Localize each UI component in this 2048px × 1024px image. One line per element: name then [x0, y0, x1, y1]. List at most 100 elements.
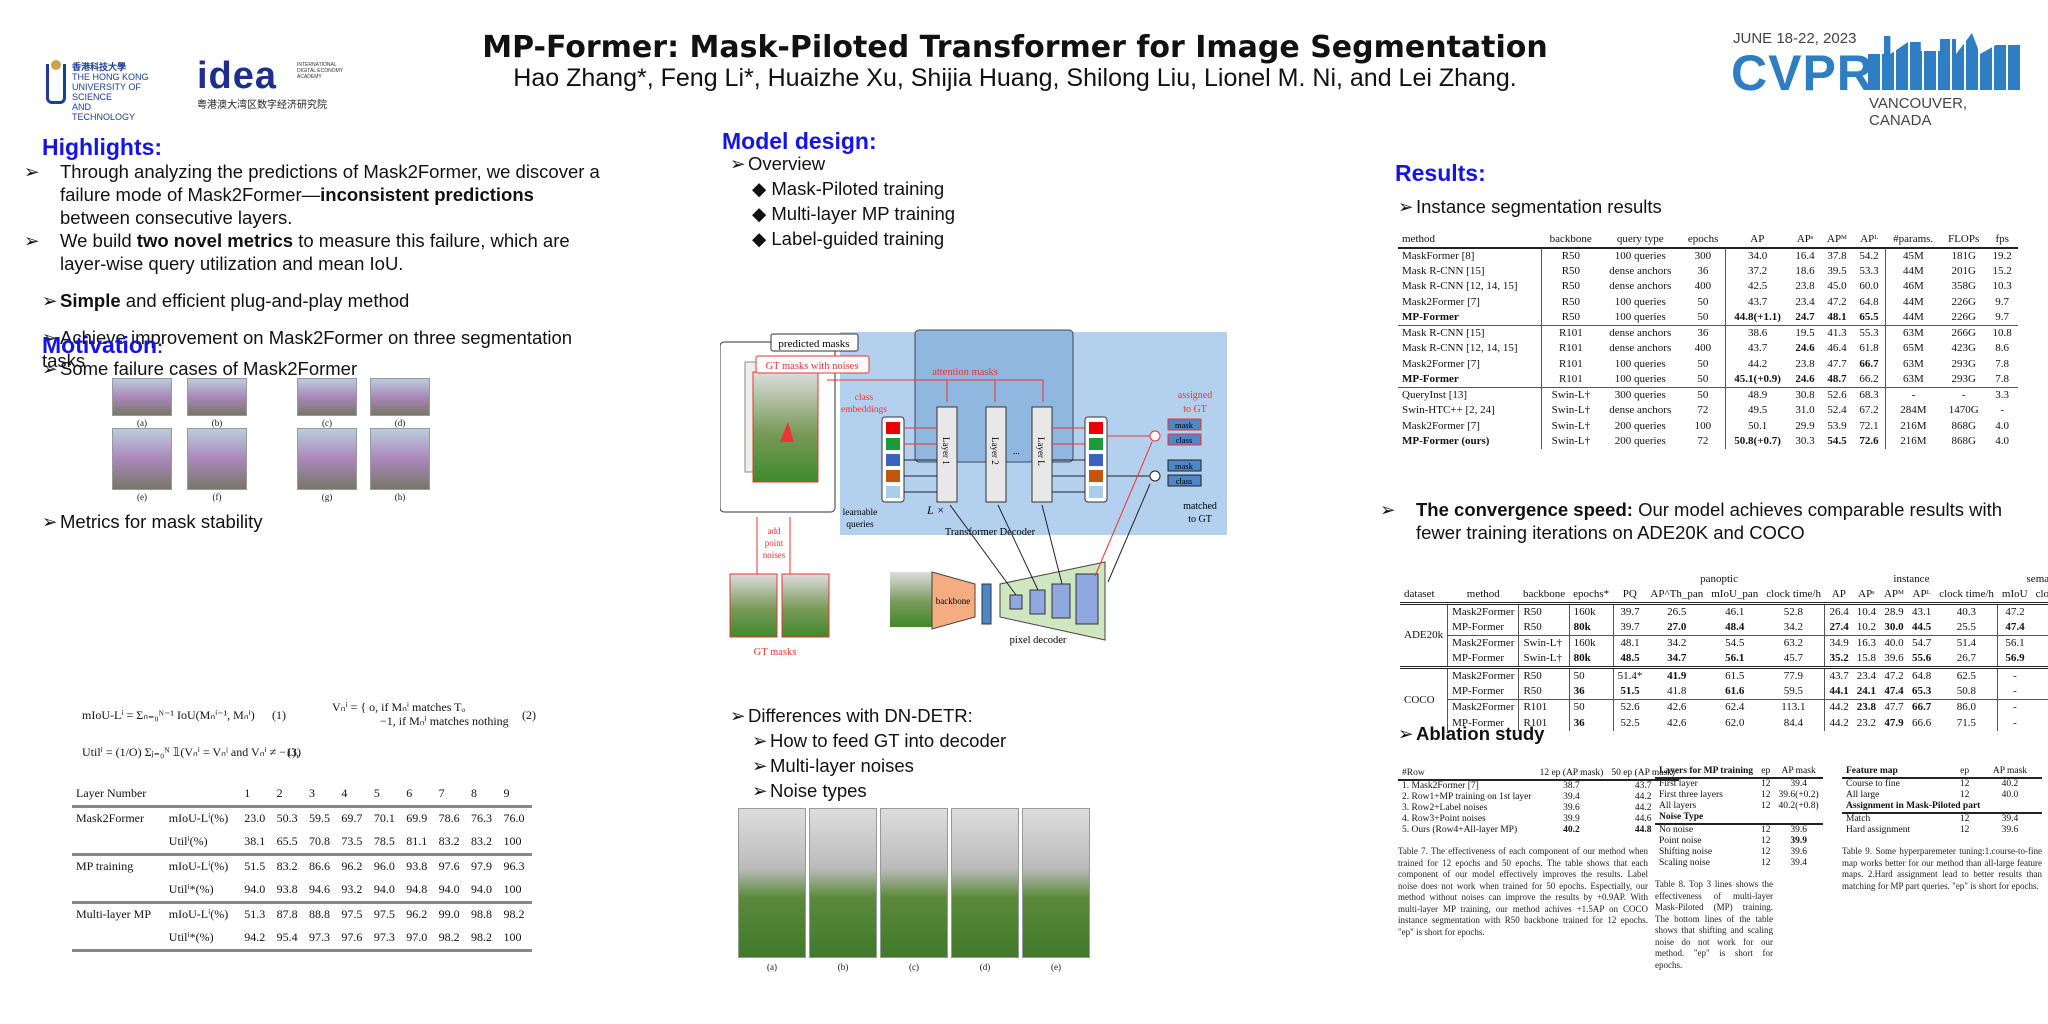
decoder-layers: Layer 1 Layer 2 Layer L ...: [936, 406, 1053, 503]
table-cell: 62.5: [1956, 669, 1976, 682]
table-cell: 100: [1694, 419, 1712, 432]
noise-example-image: [738, 808, 806, 958]
table-cell: 7.8: [1995, 357, 2010, 370]
table-cell: 44.2: [1724, 356, 1790, 372]
table-cell: 93.2: [341, 881, 363, 896]
table-cell: 44M: [1884, 294, 1941, 310]
table-cell: Shifting noise: [1659, 847, 1713, 857]
table-cell: Mask2Former: [1447, 699, 1519, 715]
table-cell: 12: [1761, 847, 1771, 857]
subheader: Assignment in Mask-Piloted part: [1846, 801, 1981, 811]
table-cell: 39.5: [1827, 264, 1847, 277]
convergence-table: panopticinstancesemanticdatasetmethodbac…: [1400, 571, 2048, 731]
table-cell: Mask2Former: [1447, 667, 1519, 683]
table-cell: R50: [1541, 247, 1600, 263]
difference-item: ➢How to feed GT into decoder: [752, 730, 1007, 751]
pixel-decoder-label: pixel decoder: [1010, 635, 1067, 646]
table-cell: 83.2: [471, 833, 493, 848]
table-cell: 70.8: [309, 833, 331, 848]
table-cell: 37.2: [1724, 263, 1790, 279]
table-cell: 48.4: [1725, 620, 1745, 633]
table-cell: Scaling noise: [1659, 858, 1710, 868]
table-cell: 200 queries: [1614, 435, 1666, 448]
table-cell: 27.0: [1667, 620, 1687, 633]
table-cell: 46M: [1884, 278, 1941, 294]
table-cell: 16.4: [1795, 249, 1815, 262]
table-cell: 53.3: [1859, 264, 1879, 277]
hkust-cn: 香港科技大學: [72, 62, 127, 72]
table-cell: 19.5: [1795, 327, 1815, 339]
table-cell: ep: [1761, 766, 1771, 776]
table-cell: [165, 782, 240, 806]
table-cell: 94.2: [244, 929, 266, 944]
table-cell: 34.7: [1667, 652, 1687, 665]
table-cell: 36: [1697, 264, 1709, 277]
difference-item: ➢Noise types: [752, 780, 867, 801]
model-design-heading: Model design:: [722, 128, 877, 154]
table-cell: fps: [1995, 233, 2009, 246]
table-cell: 44.1: [1824, 683, 1853, 699]
table-cell: 77.9: [1783, 669, 1803, 682]
table-cell: Match: [1846, 814, 1871, 824]
highlights-list: ➢Through analyzing the predictions of Ma…: [24, 160, 602, 372]
table-cell: 36: [1568, 683, 1614, 699]
table-cell: APˢ: [1858, 588, 1875, 601]
highlights-heading: Highlights:: [42, 134, 163, 160]
table-cell: 50.3: [276, 811, 298, 826]
table-cell: 84.4: [1783, 717, 1803, 729]
table-cell: 23.4: [1795, 295, 1815, 308]
table-cell: 100: [503, 833, 522, 848]
table-cell: 94.0: [373, 881, 395, 896]
table-cell: 358G: [1951, 280, 1976, 293]
table-cell: 1: [244, 785, 251, 800]
table-cell: 50: [1697, 295, 1709, 308]
table-cell: 40.3: [1956, 605, 1976, 618]
table-cell: -: [2032, 667, 2048, 683]
highlight-2: ➢We build two novel metrics to measure t…: [24, 230, 570, 274]
table-cell: 98.2: [503, 907, 525, 922]
convergence-text: ➢The convergence speed: Our model achiev…: [1380, 499, 2003, 543]
image-caption: (c): [909, 962, 919, 972]
table-cell: 50 ep (AP mask): [1611, 768, 1676, 778]
predicted-masks-label: predicted masks: [778, 338, 849, 350]
table-cell: 88.8: [309, 907, 331, 922]
cvpr-dates: JUNE 18-22, 2023: [1733, 30, 1857, 47]
table-cell: 46.4: [1827, 342, 1847, 355]
table-cell: 4. Row3+Point noises: [1402, 814, 1486, 824]
table-cell: 12.3: [2032, 619, 2048, 635]
table-cell: 66.2: [1859, 373, 1879, 385]
table-cell: 39.6: [1884, 652, 1904, 665]
table-cell: Swin-L†: [1541, 433, 1600, 449]
table-cell: 44.2: [1634, 792, 1652, 802]
table-cell: 76.0: [503, 811, 525, 826]
table-cell: ep: [1960, 766, 1970, 776]
table-cell: 51.5: [1612, 683, 1647, 699]
table-cell: 78.6: [438, 811, 460, 826]
table-cell: 78.5: [373, 833, 395, 848]
table-cell: MP-Former: [1402, 311, 1459, 323]
failure-case-image: [297, 428, 357, 490]
table-cell: 50: [1697, 357, 1709, 370]
add-noise-label: add: [768, 526, 781, 536]
table-cell: 12: [1959, 790, 1970, 800]
table-cell: 3: [309, 785, 316, 800]
table-cell: 65.5: [1859, 311, 1879, 323]
table-cell: 45.0: [1827, 280, 1847, 293]
table-cell: 41.8: [1667, 684, 1687, 697]
table-cell: 38.6: [1724, 325, 1790, 341]
eq2b: −1, if Mₙⁱ matches nothing: [380, 714, 509, 728]
table-cell: No noise: [1659, 825, 1694, 835]
model-items: ◆ Mask-Piloted training ◆ Multi-layer MP…: [752, 176, 955, 251]
table-cell: 98.8: [471, 907, 493, 922]
